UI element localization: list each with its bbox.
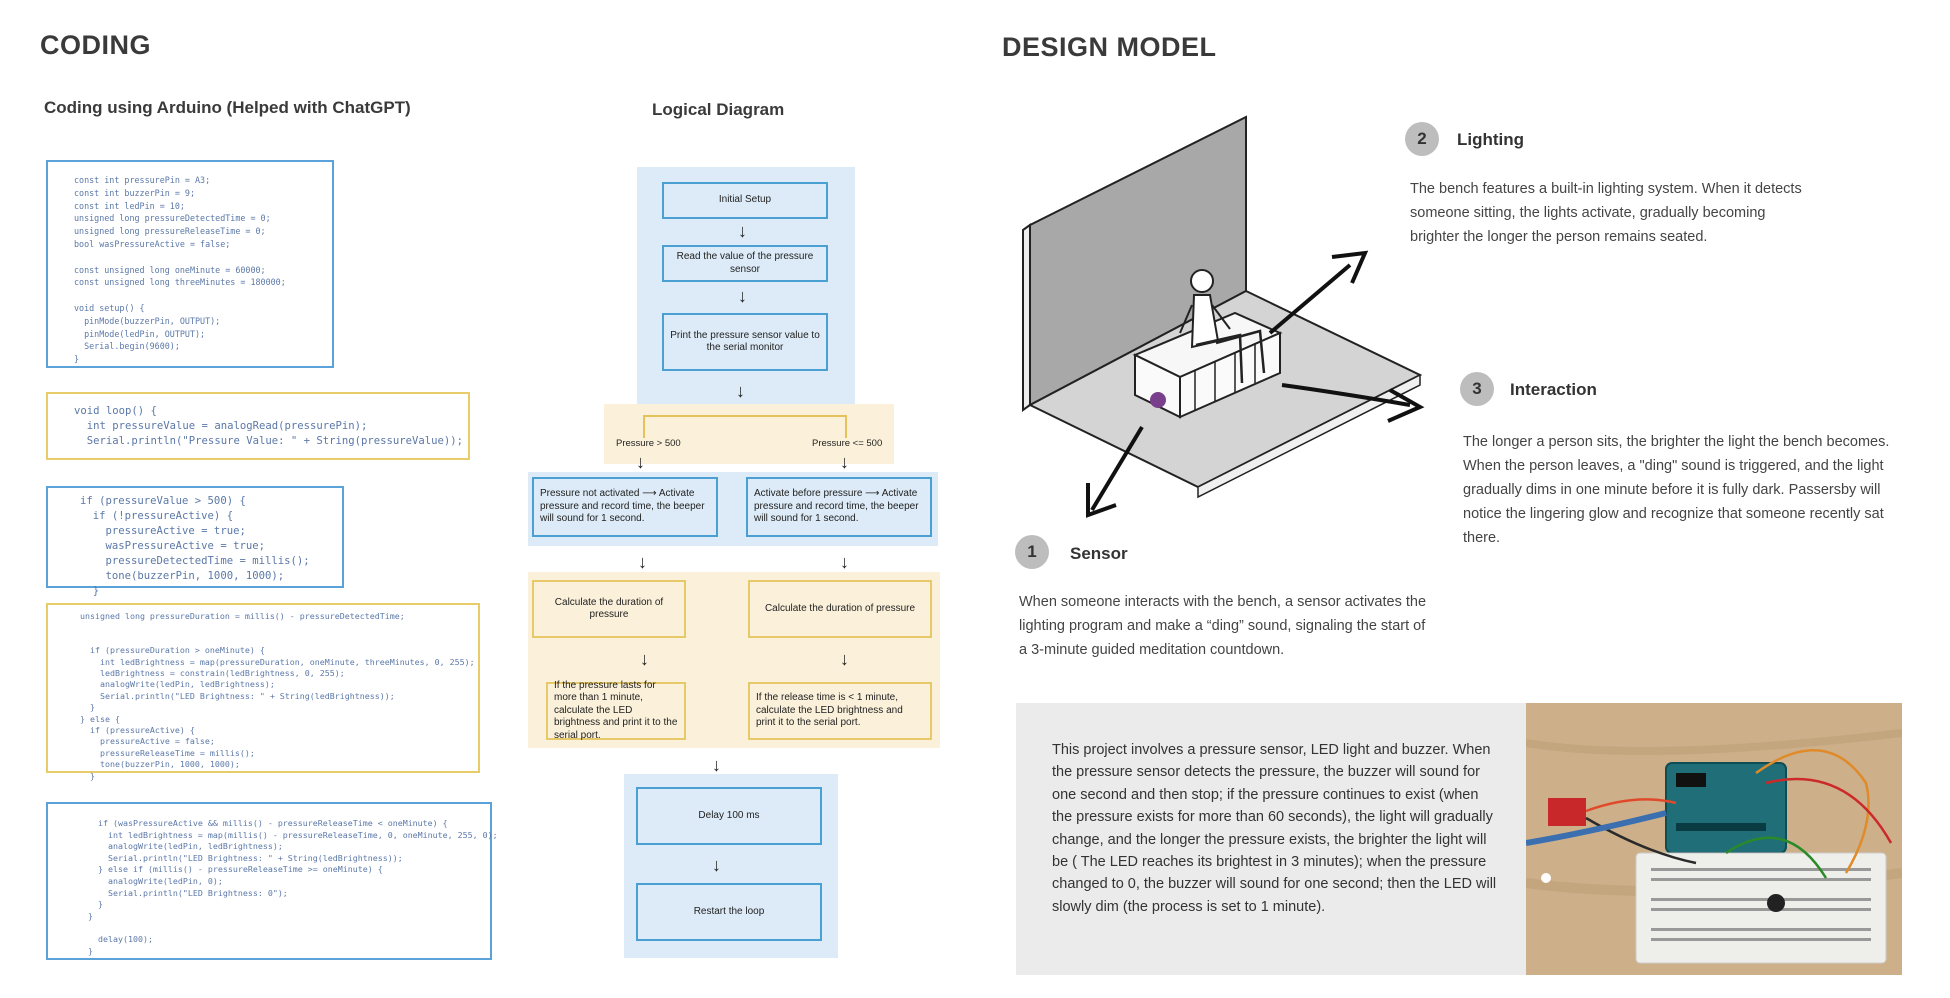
- flow-calc-left: Calculate the duration of pressure: [532, 580, 686, 638]
- coding-subtitle: Coding using Arduino (Helped with ChatGP…: [44, 98, 411, 117]
- code-block-release: if (wasPressureActive && millis() - pres…: [46, 802, 498, 960]
- code-block-duration: unsigned long pressureDuration = millis(…: [46, 603, 480, 781]
- flow-read-value: Read the value of the pressure sensor: [662, 245, 828, 282]
- flow-arrow: ↓: [636, 452, 645, 472]
- arduino-photo: [1526, 703, 1902, 975]
- section-3-text: The longer a person sits, the brighter t…: [1463, 434, 1890, 546]
- section-2-number: 2: [1405, 122, 1439, 156]
- flow-arrow: ↓: [640, 649, 649, 669]
- code-text: unsigned long pressureDuration = millis(…: [80, 611, 475, 781]
- section-2-text: The bench features a built-in lighting s…: [1410, 181, 1802, 245]
- bench-illustration: [1022, 115, 1425, 518]
- design-title: DESIGN MODEL: [1002, 32, 1217, 62]
- flow-arrow: ↓: [840, 552, 849, 572]
- flow-arrow: ↓: [736, 381, 745, 401]
- flow-calc-right: Calculate the duration of pressure: [748, 580, 932, 638]
- section-1-text: When someone interacts with the bench, a…: [1019, 594, 1427, 658]
- flow-initial-setup: Initial Setup: [662, 182, 828, 219]
- code-text: if (wasPressureActive && millis() - pres…: [88, 818, 498, 956]
- condition-bracket: [643, 415, 847, 438]
- code-block-loop: void loop() { int pressureValue = analog…: [46, 392, 470, 460]
- flow-arrow: ↓: [712, 855, 721, 875]
- flow-result-right: If the release time is < 1 minute, calcu…: [748, 682, 932, 740]
- flow-arrow: ↓: [840, 452, 849, 472]
- flow-print-value: Print the pressure sensor value to the s…: [662, 313, 828, 371]
- section-1-title: Sensor: [1070, 544, 1128, 563]
- section-3-title: Interaction: [1510, 380, 1597, 399]
- project-summary-text: This project involves a pressure sensor,…: [1052, 742, 1497, 915]
- section-3-number: 3: [1460, 372, 1494, 406]
- section-1-number: 1: [1015, 535, 1049, 569]
- flow-arrow: ↓: [738, 286, 747, 306]
- code-block-pressure-check: if (pressureValue > 500) { if (!pressure…: [46, 486, 344, 597]
- condition-right-label: Pressure <= 500: [812, 438, 883, 449]
- logic-diagram-title: Logical Diagram: [652, 100, 785, 119]
- project-summary-panel: This project involves a pressure sensor,…: [1016, 703, 1526, 975]
- code-text: void loop() { int pressureValue = analog…: [74, 405, 464, 447]
- flow-arrow: ↓: [638, 552, 647, 572]
- flow-arrow: ↓: [840, 649, 849, 669]
- flow-result-left: If the pressure lasts for more than 1 mi…: [546, 680, 686, 741]
- flow-restart: Restart the loop: [636, 883, 822, 941]
- flow-arrow: ↓: [738, 221, 747, 241]
- code-block-setup: const int pressurePin = A3; const int bu…: [46, 160, 334, 368]
- flow-branch-left: Pressure not activated ⟶ Activate pressu…: [532, 477, 718, 537]
- flow-delay: Delay 100 ms: [636, 787, 822, 845]
- code-text: const int pressurePin = A3; const int bu…: [74, 175, 286, 365]
- condition-left-label: Pressure > 500: [616, 438, 681, 449]
- code-text: if (pressureValue > 500) { if (!pressure…: [80, 495, 310, 597]
- coding-title: CODING: [40, 30, 151, 60]
- arduino-circuit-image: [1526, 703, 1902, 975]
- flow-branch-right: Activate before pressure ⟶ Activate pres…: [746, 477, 932, 537]
- section-2-title: Lighting: [1457, 130, 1525, 149]
- flow-arrow: ↓: [712, 755, 721, 775]
